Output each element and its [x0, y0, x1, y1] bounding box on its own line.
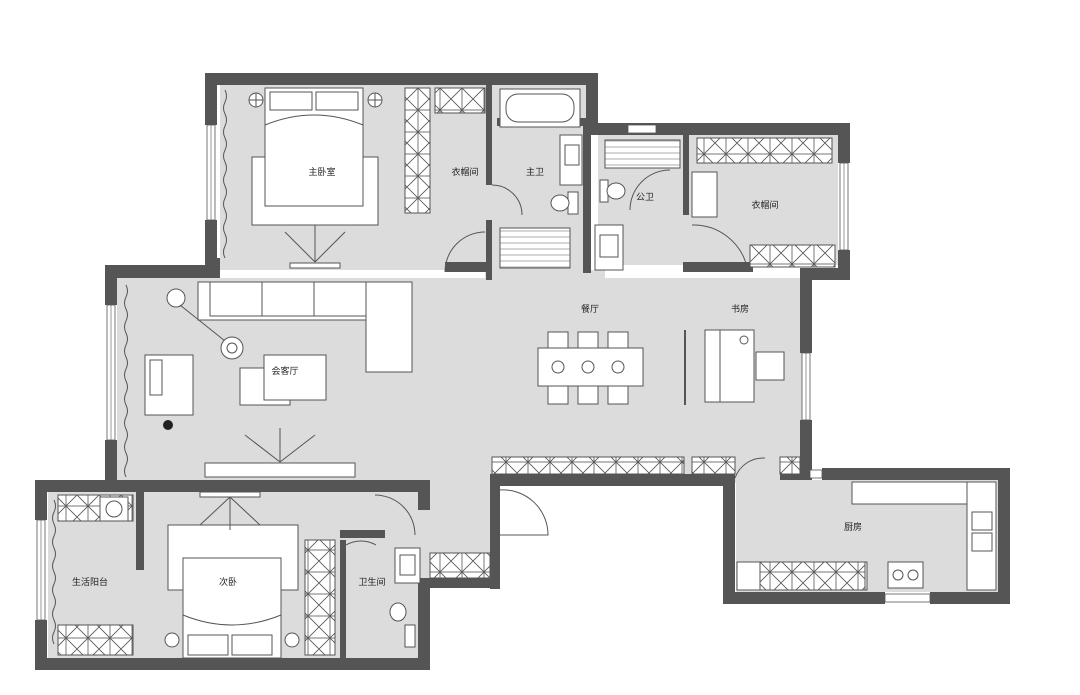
door-swing	[374, 494, 416, 536]
closet-2: 衣帽间	[691, 137, 836, 268]
shelf	[691, 171, 718, 218]
master-bedroom: 主卧室 衣帽间	[248, 87, 523, 273]
wardrobe-icon	[696, 137, 833, 164]
toilet-icon	[599, 179, 626, 203]
wardrobe-icon	[749, 244, 836, 268]
bathtub-icon	[499, 88, 581, 128]
study: 书房	[684, 303, 785, 405]
cabinet	[57, 624, 134, 656]
wardrobe-icon	[434, 87, 486, 114]
room-label-living: 会客厅	[271, 365, 298, 377]
room-label-study: 书房	[731, 303, 749, 315]
lamp-icon	[248, 92, 383, 108]
second-bedroom: 次卧	[164, 491, 336, 659]
curtains	[52, 89, 227, 645]
public-bath: 公卫	[594, 139, 681, 271]
dining-room: 餐厅	[537, 303, 644, 405]
tv-icon	[199, 491, 261, 530]
door-swing	[491, 184, 523, 216]
wardrobe-icon	[404, 87, 431, 214]
living-room: 会客厅	[144, 281, 413, 478]
toilet-icon	[550, 191, 579, 215]
room-label-public-bath: 公卫	[636, 192, 654, 203]
bath-2: 卫生间	[345, 494, 421, 648]
door-swing	[345, 540, 377, 546]
sink-icon	[971, 511, 993, 552]
room-label-utility-balcony: 生活阳台	[72, 576, 108, 588]
armchair-icon	[144, 354, 194, 416]
entry-door-swing	[499, 489, 549, 536]
coffee-table	[239, 354, 327, 406]
windows	[36, 124, 931, 621]
room-label-kitchen: 厨房	[844, 521, 862, 533]
sink-icon	[394, 547, 421, 584]
cabinet	[429, 552, 491, 579]
cabinet	[491, 456, 685, 475]
bed-icon	[264, 87, 364, 207]
stove-icon	[887, 561, 924, 589]
sofa-icon	[197, 281, 413, 373]
kitchen: 厨房	[736, 481, 997, 591]
cabinet	[779, 456, 801, 475]
toilet-icon	[389, 602, 416, 648]
utility-balcony: 生活阳台	[57, 494, 134, 656]
room-label-master-bath: 主卫	[526, 166, 544, 178]
washer-icon	[99, 496, 129, 522]
sink-icon	[559, 134, 583, 186]
room-label-second-bedroom: 次卧	[219, 576, 237, 588]
wardrobe-icon	[304, 539, 336, 656]
shower-icon	[604, 139, 681, 169]
shower-icon	[499, 227, 571, 269]
door-swing	[691, 224, 748, 268]
lamp-icon	[164, 632, 300, 648]
lamp-icon	[166, 288, 244, 360]
dining-table-icon	[537, 331, 644, 405]
plant-icon	[163, 420, 173, 430]
door-swing	[444, 231, 486, 273]
bed-icon	[182, 557, 282, 659]
room-label-bath-2: 卫生间	[358, 576, 385, 588]
counter	[851, 481, 968, 505]
room-label-master-bedroom: 主卧室	[308, 166, 335, 178]
master-bath: 主卫	[499, 88, 583, 269]
room-label-master-closet: 衣帽间	[451, 166, 478, 178]
cabinet	[691, 456, 736, 475]
door-swing	[734, 457, 766, 479]
tv-icon	[284, 225, 346, 269]
room-label-dining: 餐厅	[581, 303, 599, 315]
desk-icon	[704, 329, 785, 403]
door-swing	[629, 169, 671, 211]
sink-icon	[594, 224, 624, 271]
room-label-closet-2: 衣帽间	[751, 199, 778, 211]
tv-icon	[204, 428, 356, 478]
cabinet	[759, 561, 866, 591]
